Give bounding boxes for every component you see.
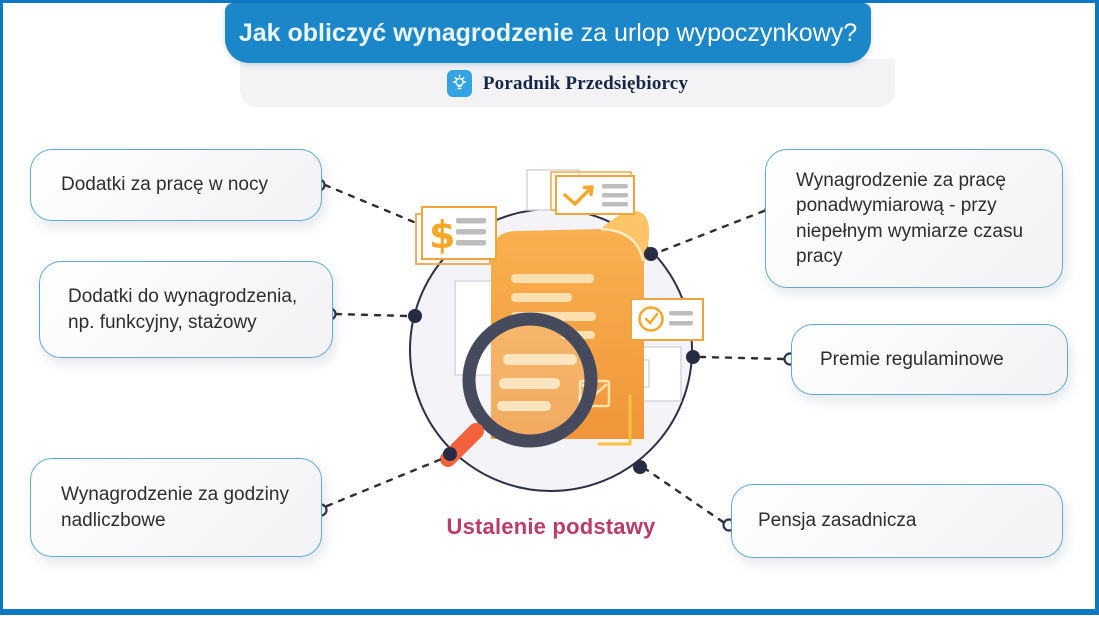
connector-right-1 (657, 209, 766, 254)
header: Jak obliczyć wynagrodzenie za urlop wypo… (225, 3, 871, 63)
document-icon (491, 211, 650, 439)
lightbulb-icon (446, 69, 472, 97)
callout-overtime-pay: Wynagrodzenie za godziny nadliczbowe (30, 458, 322, 557)
callout-label: Dodatki za pracę w nocy (61, 174, 268, 196)
callout-base-salary: Pensja zasadnicza (731, 484, 1063, 558)
page-title: Jak obliczyć wynagrodzenie za urlop wypo… (239, 19, 857, 48)
connector-left-1 (323, 183, 423, 227)
clock-card-icon (630, 298, 704, 341)
callout-label: Wynagrodzenie za godziny nadliczbowe (61, 484, 289, 531)
callout-label: Dodatki do wynagrodzenia, np. funkcyjny,… (68, 286, 298, 333)
corner-accent (597, 394, 632, 446)
connector-left-3 (325, 456, 446, 508)
check-card-icon (550, 171, 635, 215)
svg-text:$: $ (429, 213, 455, 257)
page-title-bold: Jak obliczyć wynagrodzenie (238, 18, 574, 47)
callout-salary-allowances: Dodatki do wynagrodzenia, np. funkcyjny,… (39, 261, 333, 358)
background-sheets (454, 169, 682, 402)
callout-label: Pensja zasadnicza (758, 510, 917, 532)
callout-label: Wynagrodzenie za pracę ponadwymiarową - … (796, 170, 1024, 267)
center-illustration: $ (312, 169, 797, 532)
magnifier-icon (440, 312, 598, 467)
dollar-card-icon: $ (415, 206, 497, 265)
center-caption: Ustalenie podstawy (446, 514, 656, 539)
connector-right-2 (699, 355, 785, 361)
callout-regulation-bonuses: Premie regulaminowe (791, 324, 1068, 395)
callout-night-work: Dodatki za pracę w nocy (30, 149, 322, 221)
brand-name: Poradnik Przedsiębiorcy (482, 73, 689, 94)
brand-strip: Poradnik Przedsiębiorcy (240, 59, 895, 107)
callout-label: Premie regulaminowe (820, 348, 1004, 370)
connector-right-3 (645, 468, 725, 524)
connector-left-2 (334, 312, 408, 318)
circle-nodes (408, 247, 700, 474)
connectors (323, 183, 785, 524)
page-title-rest: za urlop wypoczynkowy? (580, 18, 858, 47)
callout-parttime-extra-pay: Wynagrodzenie za pracę ponadwymiarową - … (765, 149, 1063, 288)
